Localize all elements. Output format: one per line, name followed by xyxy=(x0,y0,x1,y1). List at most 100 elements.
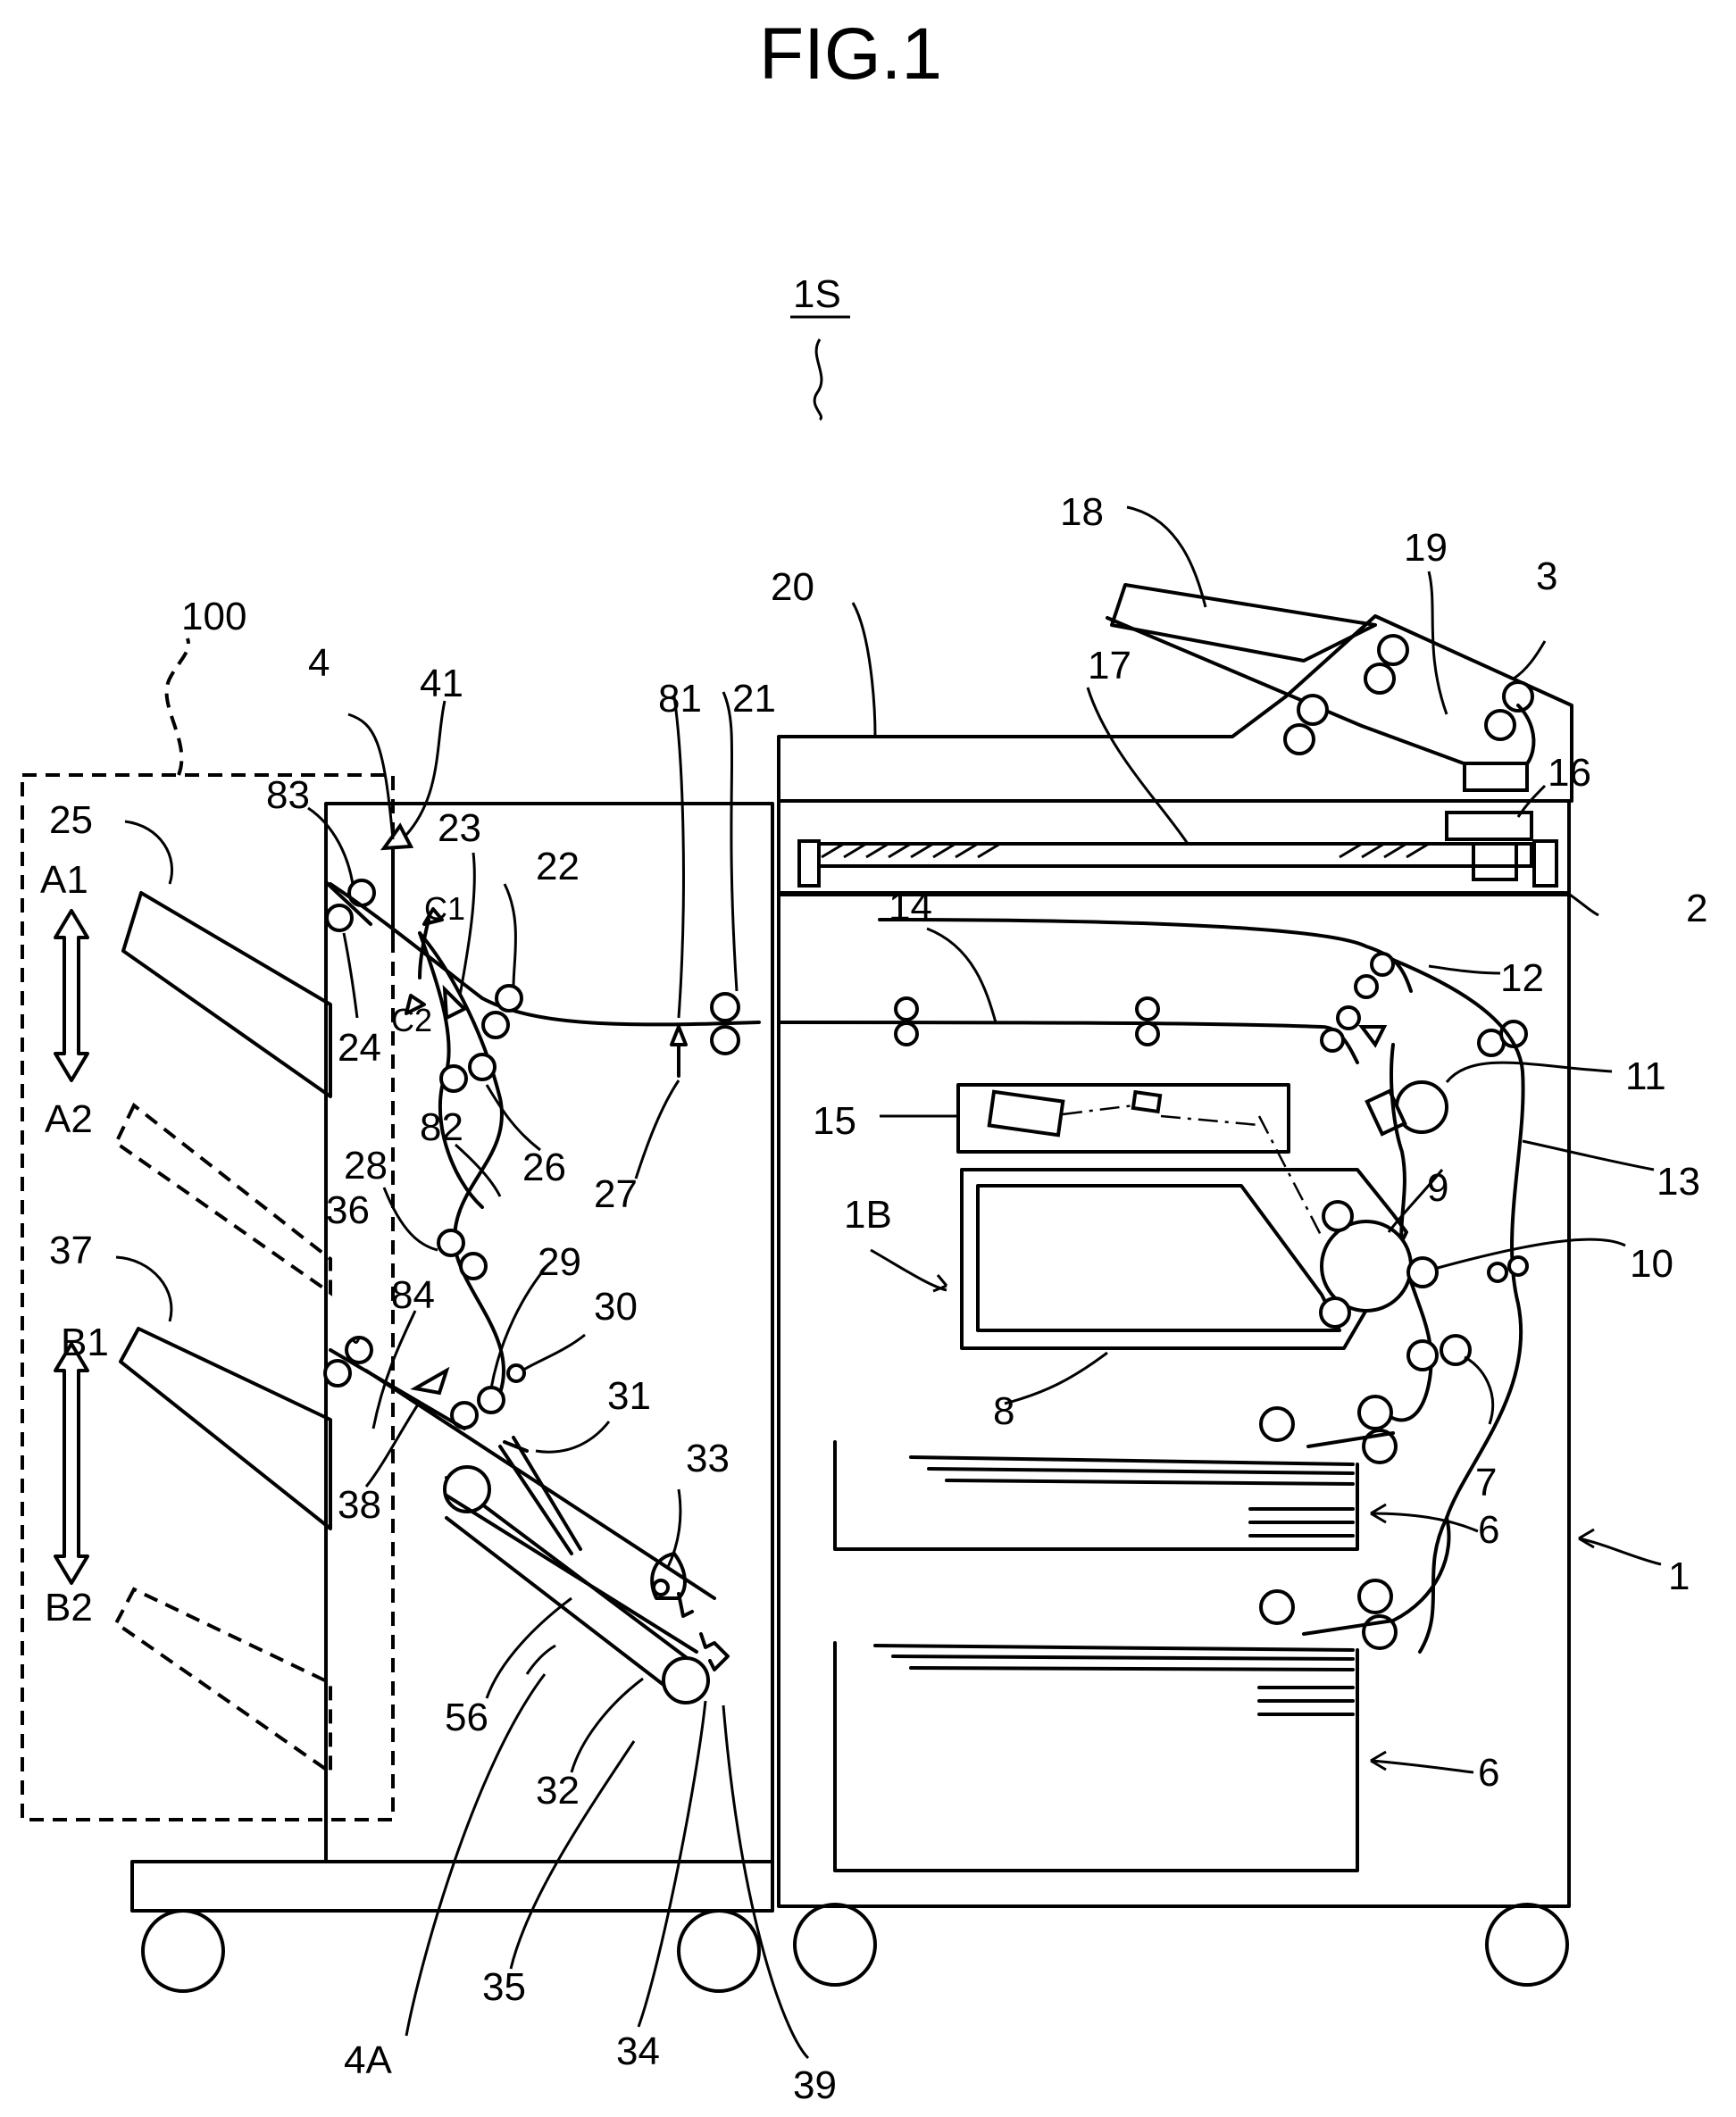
leader-37 xyxy=(116,1257,171,1321)
roller-14-a-top xyxy=(896,998,917,1020)
label-22: 22 xyxy=(536,845,580,888)
label-10: 10 xyxy=(1630,1242,1673,1286)
roller-29-right xyxy=(479,1388,504,1413)
label-2: 2 xyxy=(1686,887,1707,930)
roller-22-bottom xyxy=(483,1013,508,1038)
tray-25 xyxy=(123,893,330,1096)
leader-32 xyxy=(572,1679,643,1772)
label-39: 39 xyxy=(793,2063,837,2107)
conveyor-belt-bottom xyxy=(447,1518,679,1696)
label-83: 83 xyxy=(266,773,310,817)
system-label: 1S xyxy=(793,272,841,316)
process-cartridge-inner xyxy=(978,1186,1340,1330)
apparatus-wheel-left xyxy=(795,1904,875,1985)
switching-gate-main xyxy=(1362,1027,1384,1045)
adf-roller-b xyxy=(1365,664,1394,693)
charging-roller xyxy=(1323,1202,1352,1230)
label-27: 27 xyxy=(594,1172,638,1216)
leader-83 xyxy=(308,808,353,884)
adf-roller-f xyxy=(1486,711,1515,739)
adf-roller-d xyxy=(1285,725,1314,754)
registration-roller-a xyxy=(1408,1341,1437,1370)
roller-28-right xyxy=(461,1254,486,1279)
label-18: 18 xyxy=(1060,490,1104,534)
leader-20 xyxy=(853,603,875,737)
leader-34 xyxy=(638,1701,705,2027)
label-4: 4 xyxy=(308,641,330,685)
label-35: 35 xyxy=(482,1965,526,2009)
leader-39 xyxy=(723,1705,808,2058)
label-29: 29 xyxy=(538,1240,581,1284)
label-1: 1 xyxy=(1668,1554,1690,1598)
leader-1s xyxy=(814,339,822,420)
leader-31 xyxy=(536,1421,609,1452)
label-6-lower: 6 xyxy=(1478,1751,1499,1795)
tray-37 xyxy=(121,1329,330,1529)
label-30: 30 xyxy=(594,1285,638,1329)
leader-lines xyxy=(308,507,1661,2058)
duplex-roller-a xyxy=(1489,1263,1506,1281)
label-6-upper: 6 xyxy=(1478,1508,1499,1552)
finisher-wheel-right xyxy=(679,1911,759,1991)
paper-tray-6-lower xyxy=(835,1643,1357,1871)
label-34: 34 xyxy=(616,2029,660,2073)
rail-end-left xyxy=(799,841,819,886)
pulley-34-lower xyxy=(664,1658,708,1703)
adf-roller-a xyxy=(1379,636,1407,664)
leader-25 xyxy=(125,821,172,884)
label-20: 20 xyxy=(771,565,814,609)
leader-1b xyxy=(871,1250,947,1290)
figure-title: FIG.1 xyxy=(759,13,942,95)
roller-12-bottom xyxy=(1356,976,1377,997)
leader-10 xyxy=(1438,1239,1625,1268)
roller-30 xyxy=(508,1365,524,1381)
leader-14 xyxy=(927,929,996,1022)
label-8: 8 xyxy=(993,1389,1014,1433)
reading-unit-19 xyxy=(1465,763,1527,790)
label-37: 37 xyxy=(49,1229,93,1272)
label-38: 38 xyxy=(338,1483,381,1527)
adf-roller-c xyxy=(1298,696,1327,724)
leader-6b xyxy=(1371,1761,1473,1772)
label-16: 16 xyxy=(1548,751,1591,795)
arrow-a1-a2 xyxy=(55,911,88,1080)
leader-100 xyxy=(167,638,188,775)
roller-14-b-top xyxy=(1137,998,1158,1020)
leader-8 xyxy=(1005,1353,1107,1404)
roller-21-bottom xyxy=(712,1027,739,1054)
label-21: 21 xyxy=(732,677,776,721)
tray-37-lowered xyxy=(116,1589,330,1772)
guide-31 xyxy=(513,1438,580,1549)
leader-26 xyxy=(487,1085,540,1150)
image-forming-apparatus xyxy=(779,801,1569,1985)
label-7: 7 xyxy=(1475,1461,1497,1504)
label-4a: 4A xyxy=(344,2038,392,2082)
processing-tray-32 xyxy=(447,1496,697,1652)
label-82: 82 xyxy=(420,1105,463,1149)
leader-21 xyxy=(723,692,737,991)
label-15: 15 xyxy=(813,1099,856,1143)
label-9: 9 xyxy=(1427,1166,1448,1210)
feed-roller-upper xyxy=(1261,1408,1293,1440)
leader-30 xyxy=(522,1335,585,1371)
label-a2: A2 xyxy=(45,1097,93,1141)
arrow-4a-head xyxy=(527,1646,555,1674)
leader-27 xyxy=(636,1080,679,1179)
roller-21-top xyxy=(712,994,739,1021)
registration-roller-b xyxy=(1441,1336,1470,1364)
label-12: 12 xyxy=(1500,956,1544,1000)
upper-path-12 xyxy=(880,920,1411,991)
leader-1 xyxy=(1579,1538,1661,1564)
leader-24 xyxy=(344,933,357,1018)
label-11: 11 xyxy=(1625,1054,1666,1098)
separation-roller-lower-a xyxy=(1359,1580,1391,1613)
label-84: 84 xyxy=(391,1273,435,1317)
roller-14-b-bottom xyxy=(1137,1023,1158,1045)
adf-cover-20 xyxy=(779,616,1572,801)
roller-26-right xyxy=(470,1054,495,1079)
leader-17 xyxy=(1088,688,1188,844)
sensor-84 xyxy=(415,1371,447,1393)
label-41: 41 xyxy=(420,662,463,705)
arrow-1-head xyxy=(1579,1529,1594,1547)
stopper-39 xyxy=(701,1634,728,1670)
